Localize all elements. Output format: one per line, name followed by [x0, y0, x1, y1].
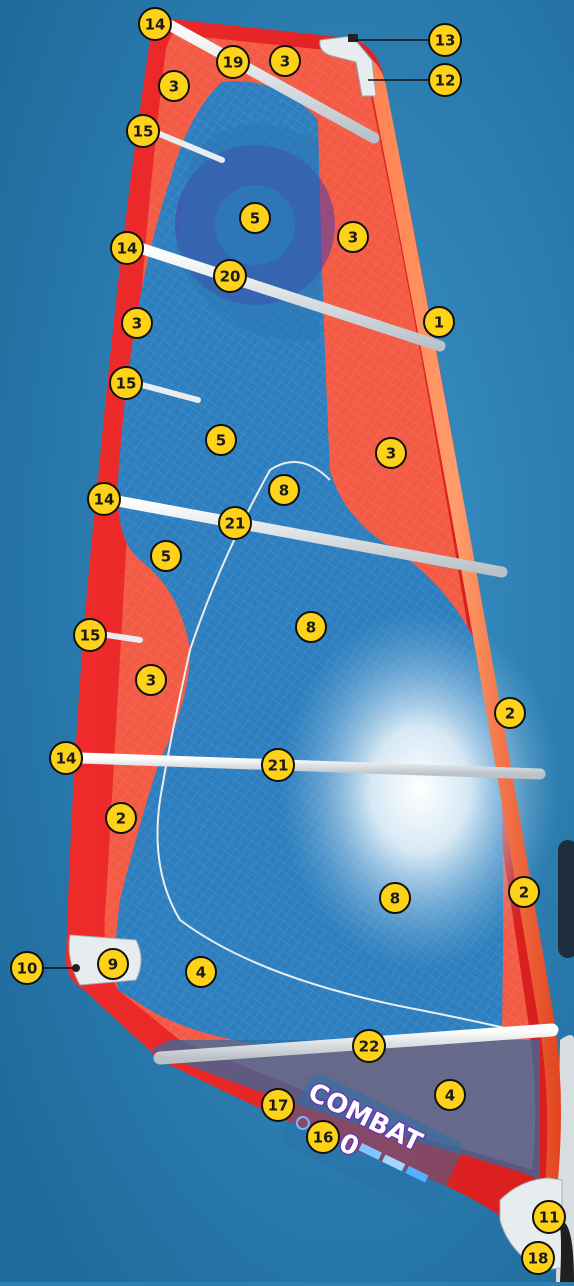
callout-11: 11	[533, 1201, 565, 1233]
callout-number: 18	[528, 1250, 549, 1268]
callout-number: 5	[250, 210, 260, 228]
callout-15: 15	[74, 619, 106, 651]
head-adjust	[348, 34, 358, 42]
callout-14: 14	[111, 232, 143, 264]
callout-number: 14	[117, 240, 138, 258]
callout-number: 5	[161, 548, 171, 566]
callout-3: 3	[136, 665, 166, 695]
callout-number: 8	[390, 890, 400, 908]
callout-21: 21	[219, 507, 251, 539]
callout-2: 2	[106, 803, 136, 833]
callout-3: 3	[122, 308, 152, 338]
callout-14: 14	[88, 483, 120, 515]
callout-number: 11	[539, 1209, 560, 1227]
callout-number: 12	[435, 72, 456, 90]
callout-4: 4	[186, 957, 216, 987]
callout-number: 2	[116, 810, 126, 828]
callout-number: 3	[280, 53, 290, 71]
callout-14: 14	[50, 742, 82, 774]
callout-3: 3	[338, 222, 368, 252]
callout-number: 20	[220, 268, 241, 286]
callout-8: 8	[269, 475, 299, 505]
callout-15: 15	[110, 367, 142, 399]
callout-number: 3	[146, 672, 156, 690]
callout-number: 2	[519, 884, 529, 902]
callout-22: 22	[353, 1030, 385, 1062]
callout-number: 10	[17, 960, 38, 978]
callout-number: 17	[268, 1097, 289, 1115]
callout-number: 13	[435, 32, 456, 50]
callout-3: 3	[376, 438, 406, 468]
boom-detail	[558, 840, 574, 958]
callout-3: 3	[270, 46, 300, 76]
callout-number: 15	[116, 375, 137, 393]
callout-number: 15	[80, 627, 101, 645]
callout-8: 8	[380, 883, 410, 913]
callout-number: 8	[279, 482, 289, 500]
callout-number: 4	[196, 964, 206, 982]
callout-number: 14	[145, 16, 166, 34]
callout-number: 9	[108, 956, 118, 974]
callout-1: 1	[424, 307, 454, 337]
callout-number: 21	[268, 757, 289, 775]
callout-number: 1	[434, 314, 444, 332]
callout-number: 15	[133, 123, 154, 141]
callout-2: 2	[495, 698, 525, 728]
callout-number: 5	[216, 432, 226, 450]
callout-21: 21	[262, 749, 294, 781]
callout-5: 5	[151, 541, 181, 571]
callout-5: 5	[206, 425, 236, 455]
callout-number: 16	[313, 1129, 334, 1147]
callout-9: 9	[98, 949, 128, 979]
callout-19: 19	[217, 46, 249, 78]
callout-14: 14	[139, 8, 171, 40]
callout-number: 19	[223, 54, 244, 72]
window-glow	[280, 610, 560, 970]
callout-10: 10	[11, 952, 43, 984]
callout-17: 17	[262, 1089, 294, 1121]
callout-number: 2	[505, 705, 515, 723]
callout-number: 3	[386, 445, 396, 463]
callout-12: 12	[429, 64, 461, 96]
callout-16: 16	[307, 1121, 339, 1153]
callout-number: 21	[225, 515, 246, 533]
callout-number: 22	[359, 1038, 380, 1056]
callout-5: 5	[240, 203, 270, 233]
callout-8: 8	[296, 612, 326, 642]
callout-number: 8	[306, 619, 316, 637]
callout-13: 13	[429, 24, 461, 56]
callout-2: 2	[509, 877, 539, 907]
callout-18: 18	[522, 1242, 554, 1274]
callout-number: 14	[56, 750, 77, 768]
callout-number: 14	[94, 491, 115, 509]
callout-3: 3	[159, 71, 189, 101]
callout-number: 3	[348, 229, 358, 247]
callout-number: 3	[132, 315, 142, 333]
callout-number: 4	[445, 1087, 455, 1105]
callout-20: 20	[214, 260, 246, 292]
callout-number: 3	[169, 78, 179, 96]
callout-15: 15	[127, 115, 159, 147]
callout-4: 4	[435, 1080, 465, 1110]
